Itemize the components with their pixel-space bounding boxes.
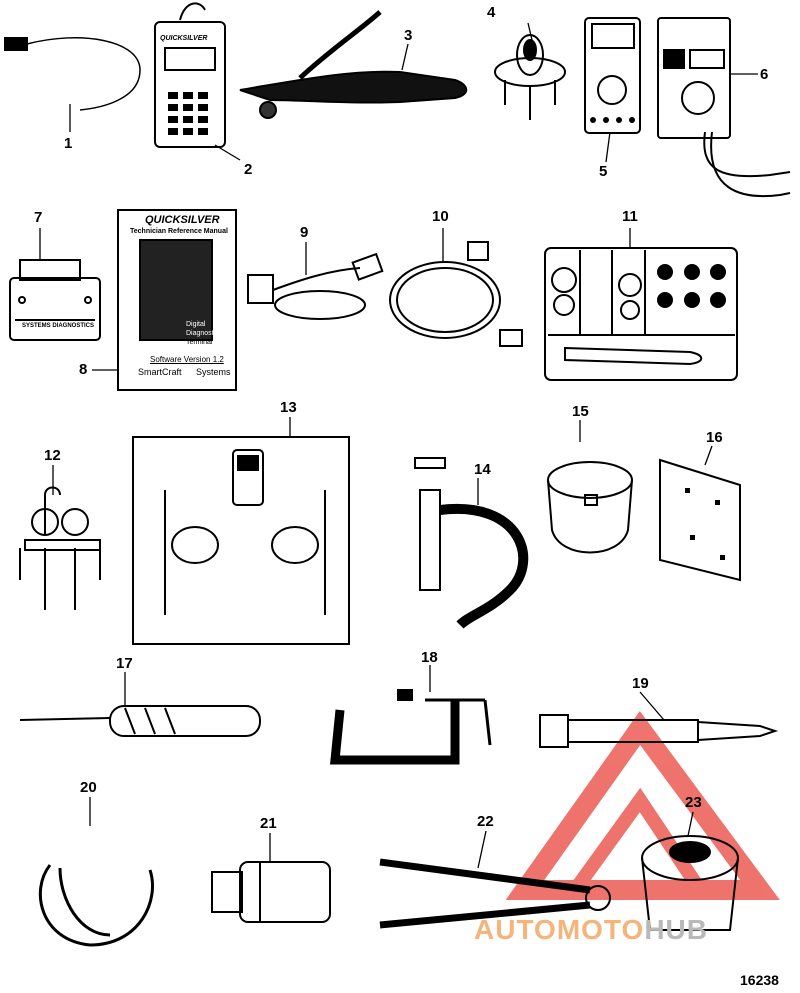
callout-2: 2 xyxy=(244,161,253,178)
manual-software: Software Version 1.2 xyxy=(150,355,224,364)
manual-systems: Systems xyxy=(196,367,231,377)
manual-line-1: Digital xyxy=(186,321,206,328)
watermark-part-2: HUB xyxy=(644,914,708,945)
leader-lines xyxy=(39,22,758,869)
callout-7: 7 xyxy=(34,209,43,226)
callout-22: 22 xyxy=(477,813,494,830)
item-19-threaded-tool-icon xyxy=(539,714,779,748)
callout-6: 6 xyxy=(760,66,769,83)
systems-diagnostics-label: SYSTEMS DIAGNOSTICS xyxy=(22,323,95,329)
item-13-tester-kit-icon xyxy=(132,436,350,645)
item-20-test-leads-icon xyxy=(38,864,154,947)
callout-21: 21 xyxy=(260,815,277,832)
terminal-brand-label: QUICKSILVER xyxy=(160,35,208,42)
callout-8: 8 xyxy=(79,361,88,378)
callout-1: 1 xyxy=(64,135,73,152)
callout-11: 11 xyxy=(622,208,638,225)
item-18-c-clamp-icon xyxy=(330,689,492,765)
callout-9: 9 xyxy=(300,224,309,241)
item-17-hose-tool-icon xyxy=(19,705,261,737)
figure-id: 16238 xyxy=(740,972,779,988)
callout-17: 17 xyxy=(116,655,133,672)
item-3-tool-icon xyxy=(239,10,468,119)
item-22-spanner-wrench-icon xyxy=(379,858,611,929)
item-15-filter-wrench-icon xyxy=(547,461,633,554)
item-7-diagnostics-interface-icon xyxy=(9,259,101,341)
watermark-text: AUTOMOTOHUB xyxy=(474,914,708,946)
item-16-plate-icon xyxy=(659,458,741,582)
manual-line-3: Terminal xyxy=(186,339,213,346)
item-1-cable-icon xyxy=(4,37,141,111)
item-21-socket-icon xyxy=(211,861,331,923)
callout-3: 3 xyxy=(404,27,413,44)
callout-5: 5 xyxy=(599,163,608,180)
callout-16: 16 xyxy=(706,429,723,446)
callout-19: 19 xyxy=(632,675,649,692)
manual-line-2: Diagnostic xyxy=(186,330,219,337)
callout-20: 20 xyxy=(80,779,97,796)
item-10-cable-coil-icon xyxy=(389,241,523,347)
item-4-puller-icon xyxy=(494,34,566,120)
callout-10: 10 xyxy=(432,208,449,225)
item-8-reference-manual-icon xyxy=(117,209,237,391)
item-23-coupler-icon xyxy=(641,835,739,931)
item-11-oring-kit-icon xyxy=(544,247,738,381)
manual-brand: QUICKSILVER xyxy=(145,214,220,226)
callout-15: 15 xyxy=(572,403,589,420)
manual-title: Technician Reference Manual xyxy=(130,228,228,235)
watermark-logo-icon xyxy=(505,710,780,900)
manual-smartcraft: SmartCraft xyxy=(138,367,182,377)
callout-23: 23 xyxy=(685,794,702,811)
callout-12: 12 xyxy=(44,447,61,464)
item-12-gauge-manifold-icon xyxy=(19,486,101,610)
callout-18: 18 xyxy=(421,649,438,666)
item-2-diagnostic-terminal-icon xyxy=(154,2,226,148)
callout-14: 14 xyxy=(474,461,491,478)
watermark-part-1: AUTOMOTO xyxy=(474,914,645,945)
callout-13: 13 xyxy=(280,399,297,416)
callout-4: 4 xyxy=(487,4,496,21)
item-5-multimeter-icon xyxy=(584,17,641,134)
item-6-meter-with-leads-icon xyxy=(657,17,791,198)
item-9-harness-icon xyxy=(247,252,384,320)
item-14-pump-icon xyxy=(414,457,529,629)
